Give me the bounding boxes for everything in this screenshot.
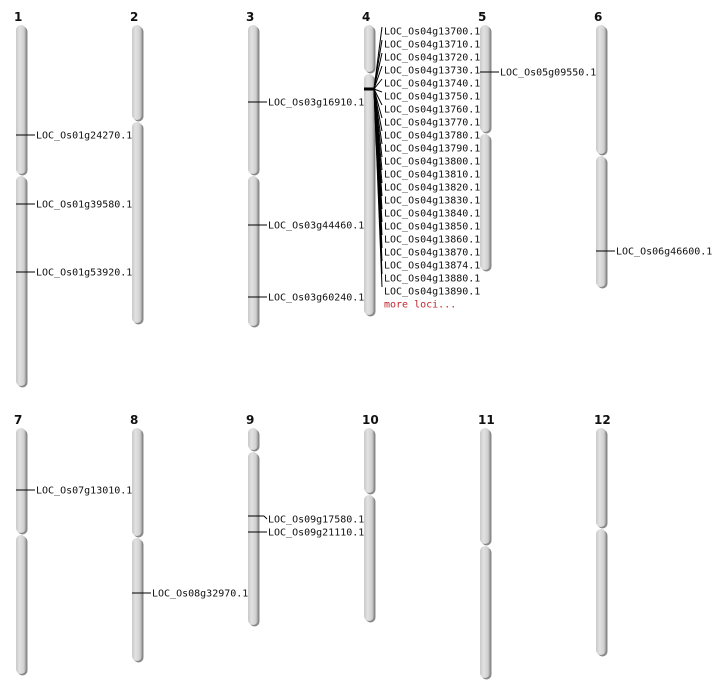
gene-label[interactable]: LOC_Os04g13770.1 <box>384 118 480 129</box>
short-arm <box>480 25 490 132</box>
gene-label[interactable]: LOC_Os04g13760.1 <box>384 105 480 116</box>
gene-label[interactable]: LOC_Os03g44460.1 <box>268 221 364 232</box>
short-arm <box>596 428 606 527</box>
connector-line <box>373 88 383 93</box>
short-arm <box>364 428 374 493</box>
gene-label[interactable]: LOC_Os04g13850.1 <box>384 222 480 233</box>
gene-label[interactable]: LOC_Os04g13820.1 <box>384 183 480 194</box>
long-arm <box>480 134 490 270</box>
long-arm <box>596 529 606 655</box>
more-loci-link[interactable]: more loci... <box>384 300 456 311</box>
chromosome-number: 10 <box>362 413 379 427</box>
chromosome-2: 2 <box>130 10 144 325</box>
gene-label[interactable]: LOC_Os05g09550.1 <box>500 68 596 79</box>
connector-line <box>373 78 383 90</box>
gene-label[interactable]: LOC_Os04g13700.1 <box>384 27 480 38</box>
gene-label[interactable]: LOC_Os04g13710.1 <box>384 40 480 51</box>
chromosome-10: 10 <box>362 413 379 623</box>
gene-label[interactable]: LOC_Os01g53920.1 <box>36 268 132 279</box>
gene-label[interactable]: LOC_Os04g13890.1 <box>384 287 480 298</box>
long-arm <box>248 452 258 625</box>
gene-label[interactable]: LOC_Os03g60240.1 <box>268 293 364 304</box>
gene-label[interactable]: LOC_Os07g13010.1 <box>36 486 132 497</box>
gene-label[interactable]: LOC_Os01g39580.1 <box>36 200 132 211</box>
long-arm <box>132 122 142 323</box>
long-arm <box>480 546 490 678</box>
gene-label[interactable]: LOC_Os03g16910.1 <box>268 98 364 109</box>
gene-label[interactable]: LOC_Os04g13840.1 <box>384 209 480 220</box>
gene-label[interactable]: LOC_Os04g13880.1 <box>384 274 480 285</box>
gene-label[interactable]: LOC_Os04g13870.1 <box>384 248 480 259</box>
chromosome-number: 9 <box>246 413 254 427</box>
gene-label[interactable]: LOC_Os01g24270.1 <box>36 131 132 142</box>
chromosome-11: 11 <box>478 413 495 680</box>
gene-label[interactable]: LOC_Os08g32970.1 <box>152 589 248 600</box>
chromosome-number: 3 <box>246 10 254 24</box>
chromosome-number: 4 <box>362 10 370 24</box>
gene-label[interactable]: LOC_Os06g46600.1 <box>616 247 712 258</box>
long-arm <box>364 74 374 315</box>
short-arm <box>132 25 142 120</box>
gene-label[interactable]: LOC_Os09g21110.1 <box>268 528 364 539</box>
short-arm <box>480 428 490 544</box>
chromosome-number: 12 <box>594 413 611 427</box>
chromosome-number: 5 <box>478 10 486 24</box>
chromosome-3: 3LOC_Os03g16910.1LOC_Os03g44460.1LOC_Os0… <box>246 10 364 328</box>
gene-label[interactable]: LOC_Os04g13790.1 <box>384 144 480 155</box>
short-arm <box>16 428 26 533</box>
chromosome-12: 12 <box>594 413 611 657</box>
chromosome-1: 1LOC_Os01g24270.1LOC_Os01g39580.1LOC_Os0… <box>14 10 132 388</box>
long-arm <box>364 495 374 621</box>
gene-label[interactable]: LOC_Os04g13740.1 <box>384 79 480 90</box>
long-arm <box>596 156 606 287</box>
short-arm <box>248 428 258 450</box>
long-arm <box>16 176 26 386</box>
gene-label[interactable]: LOC_Os04g13830.1 <box>384 196 480 207</box>
chromosome-number: 8 <box>130 413 138 427</box>
chromosome-number: 6 <box>594 10 602 24</box>
short-arm <box>364 25 374 72</box>
connector-line <box>373 65 383 90</box>
long-arm <box>16 535 26 674</box>
gene-label[interactable]: LOC_Os04g13810.1 <box>384 170 480 181</box>
gene-label[interactable]: LOC_Os04g13874.1 <box>384 261 480 272</box>
gene-label[interactable]: LOC_Os04g13800.1 <box>384 157 480 168</box>
gene-label[interactable]: LOC_Os04g13860.1 <box>384 235 480 246</box>
gene-label[interactable]: LOC_Os04g13720.1 <box>384 53 480 64</box>
short-arm <box>248 25 258 174</box>
chromosome-number: 1 <box>14 10 22 24</box>
chromosome-number: 11 <box>478 413 495 427</box>
chromosome-4: 4LOC_Os04g13700.1LOC_Os04g13710.1LOC_Os0… <box>362 10 480 317</box>
connector-line <box>373 88 383 106</box>
connector-line <box>373 88 383 288</box>
connector-line <box>263 515 268 520</box>
long-arm <box>132 538 142 661</box>
gene-label[interactable]: LOC_Os04g13730.1 <box>384 66 480 77</box>
short-arm <box>132 428 142 536</box>
connector-line <box>373 52 383 90</box>
gene-label[interactable]: LOC_Os04g13750.1 <box>384 92 480 103</box>
chromosome-number: 7 <box>14 413 22 427</box>
short-arm <box>16 25 26 174</box>
gene-label[interactable]: LOC_Os09g17580.1 <box>268 515 364 526</box>
long-arm <box>248 176 258 326</box>
short-arm <box>596 25 606 154</box>
gene-label[interactable]: LOC_Os04g13780.1 <box>384 131 480 142</box>
chromosome-number: 2 <box>130 10 138 24</box>
